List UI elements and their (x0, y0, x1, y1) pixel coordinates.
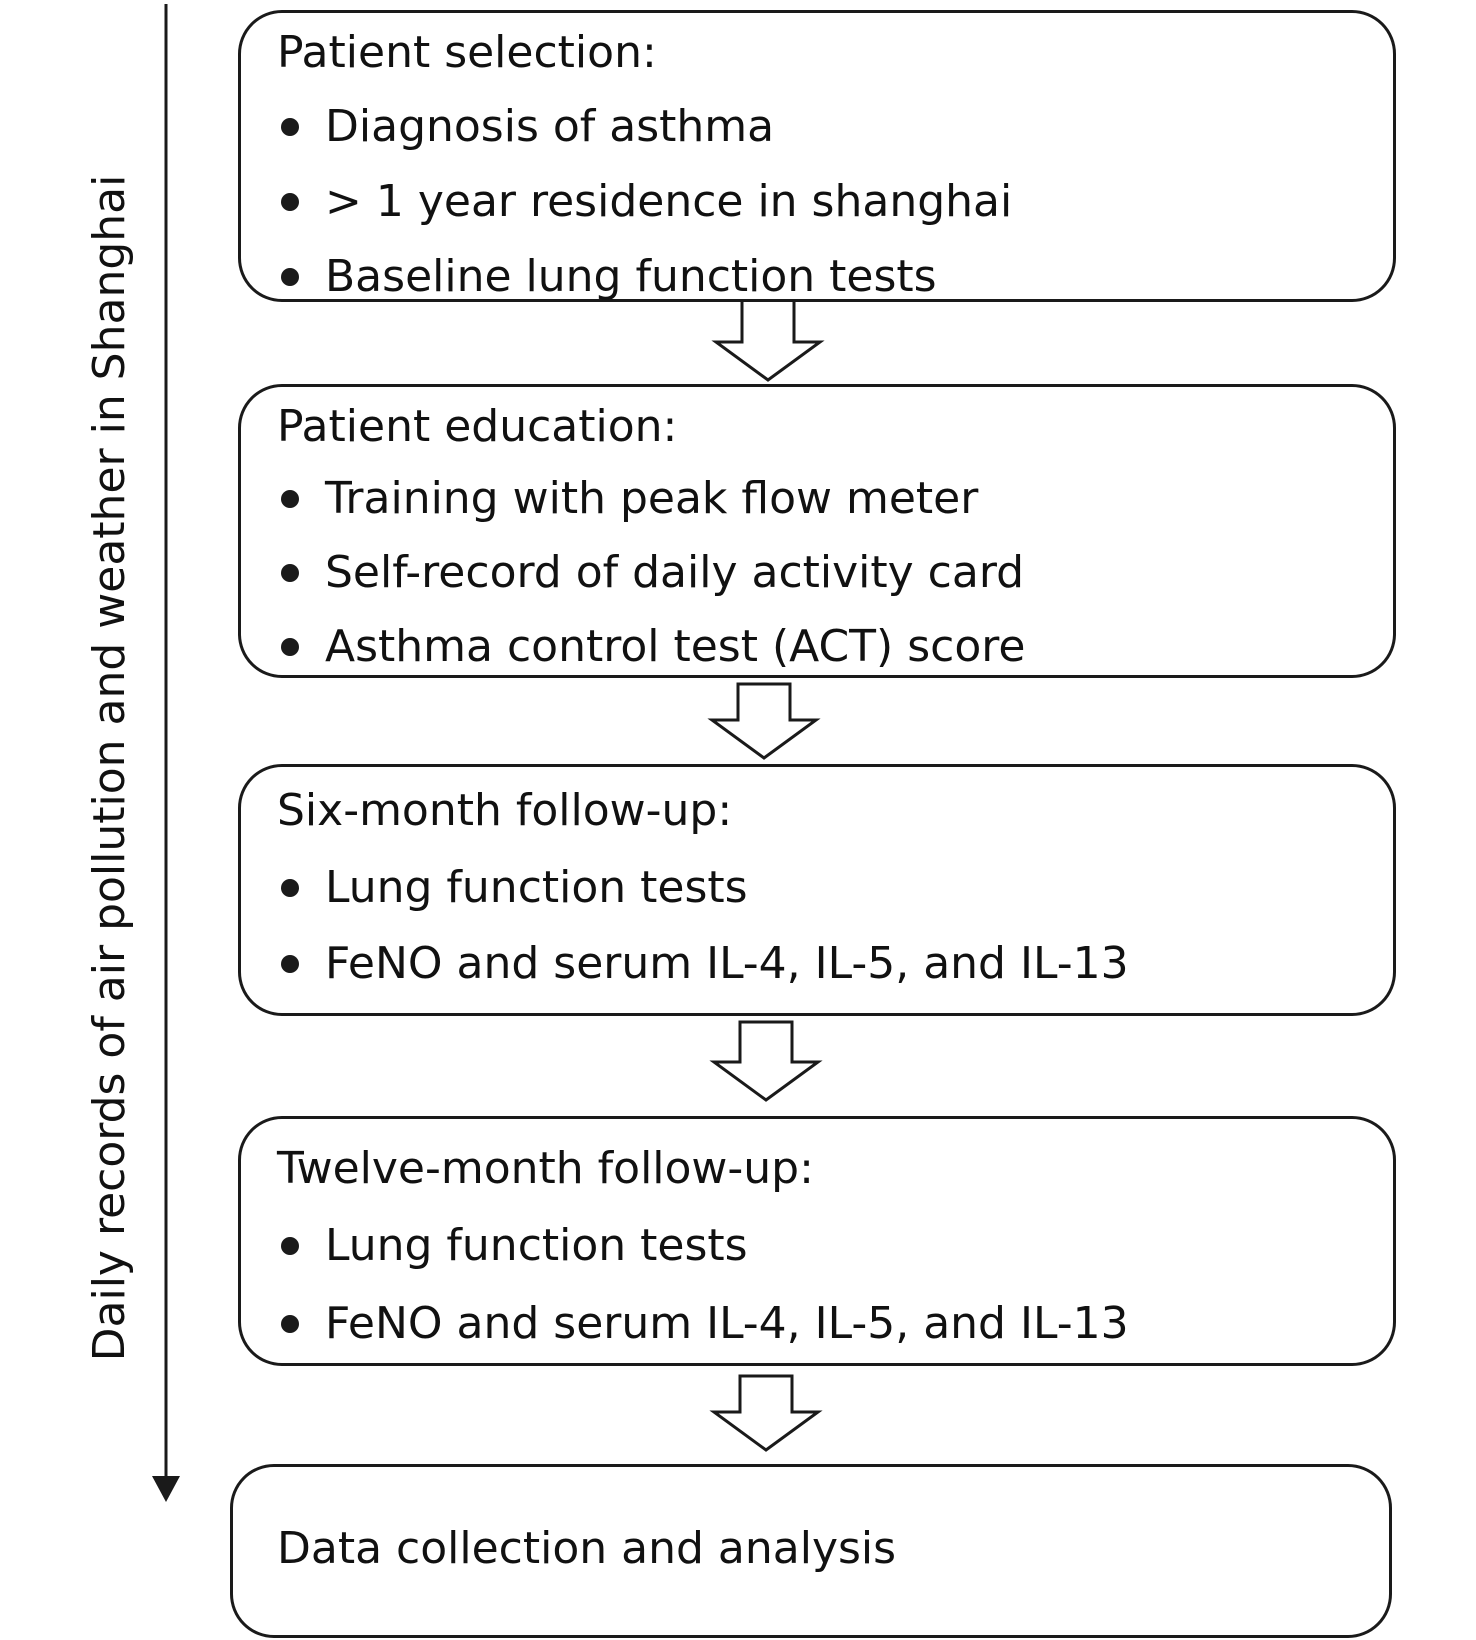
down-arrow-1 (711, 298, 825, 382)
step-item: FeNO and serum IL-4, IL-5, and IL-13 (325, 938, 1129, 989)
down-arrow-2 (707, 682, 821, 760)
step-title: Patient selection: (277, 27, 657, 78)
step-item: Baseline lung function tests (325, 251, 937, 302)
step-item: > 1 year residence in shanghai (325, 176, 1013, 227)
step-item: Lung function tests (325, 1220, 748, 1271)
step-item: Diagnosis of asthma (325, 101, 775, 152)
step-item: FeNO and serum IL-4, IL-5, and IL-13 (325, 1298, 1129, 1349)
step-item: Training with peak flow meter (325, 473, 979, 524)
step-box-patient-selection: Patient selection: Diagnosis of asthma >… (238, 10, 1396, 302)
bullet-icon (281, 118, 299, 136)
final-step-label: Data collection and analysis (277, 1523, 897, 1574)
down-arrow-4 (709, 1374, 823, 1452)
bullet-icon (281, 879, 299, 897)
bullet-icon (281, 268, 299, 286)
bullet-icon (281, 1237, 299, 1255)
bullet-icon (281, 955, 299, 973)
step-item: Self-record of daily activity card (325, 547, 1025, 598)
bullet-icon (281, 564, 299, 582)
step-title: Six-month follow-up: (277, 785, 733, 836)
bullet-icon (281, 193, 299, 211)
step-item: Asthma control test (ACT) score (325, 621, 1026, 672)
final-box-data-collection: Data collection and analysis (230, 1464, 1392, 1638)
step-title: Patient education: (277, 401, 678, 452)
step-box-six-month-follow-up: Six-month follow-up: Lung function tests… (238, 764, 1396, 1016)
step-box-twelve-month-follow-up: Twelve-month follow-up: Lung function te… (238, 1116, 1396, 1366)
step-title: Twelve-month follow-up: (277, 1143, 814, 1194)
step-item: Lung function tests (325, 862, 748, 913)
timeline-arrow (152, 4, 180, 1502)
bullet-icon (281, 1315, 299, 1333)
step-box-patient-education: Patient education: Training with peak fl… (238, 384, 1396, 678)
bullet-icon (281, 490, 299, 508)
bullet-icon (281, 638, 299, 656)
side-timeline-label: Daily records of air pollution and weath… (84, 174, 135, 1362)
down-arrow-3 (709, 1020, 823, 1102)
